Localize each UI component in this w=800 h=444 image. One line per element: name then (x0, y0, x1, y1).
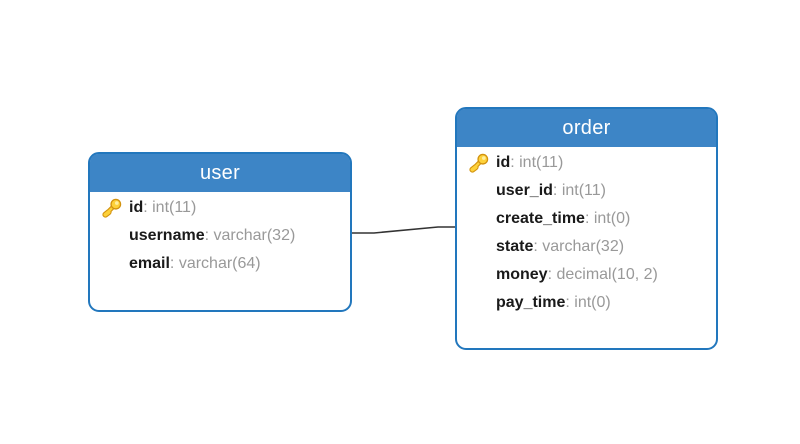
field-row: pay_time: int(0) (457, 289, 716, 317)
field-separator: : (510, 154, 520, 171)
field-type: varchar(32) (213, 227, 296, 244)
table-order[interactable]: order id: int(11) (455, 107, 718, 350)
field-name: create_time (496, 210, 585, 227)
field-separator: : (169, 255, 179, 272)
field-type: int(0) (574, 294, 611, 311)
field-row: id: int(11) (90, 194, 350, 222)
table-order-header: order (457, 109, 716, 147)
field-separator: : (584, 210, 594, 227)
key-icon-glyph (469, 153, 489, 173)
field-separator: : (565, 294, 575, 311)
field-type: varchar(64) (178, 255, 261, 272)
field-type: decimal(10, 2) (556, 266, 658, 283)
field-row: email: varchar(64) (90, 250, 350, 278)
field-row: username: varchar(32) (90, 222, 350, 250)
field-row: id: int(11) (457, 149, 716, 177)
primary-key-icon (100, 196, 129, 220)
field-name: money (496, 266, 548, 283)
field-name: username (129, 227, 205, 244)
table-title: user (199, 161, 241, 184)
field-name: id (129, 199, 144, 216)
field-type: int(11) (152, 199, 197, 216)
field-name: id (496, 154, 511, 171)
field-row: state: varchar(32) (457, 233, 716, 261)
field-separator: : (204, 227, 214, 244)
table-user-header: user (90, 154, 350, 192)
table-user[interactable]: user id: int(11) (88, 152, 352, 312)
field-separator: : (533, 238, 543, 255)
field-row: user_id: int(11) (457, 177, 716, 205)
table-order-fields: id: int(11) user_id: int(11) create_time… (457, 147, 716, 317)
table-title: order (562, 116, 611, 139)
field-name: user_id (496, 182, 553, 199)
field-separator: : (552, 182, 562, 199)
field-name: pay_time (496, 294, 566, 311)
field-row: create_time: int(0) (457, 205, 716, 233)
field-type: int(11) (561, 182, 606, 199)
field-name: state (496, 238, 534, 255)
field-separator: : (547, 266, 557, 283)
field-row: money: decimal(10, 2) (457, 261, 716, 289)
field-type: varchar(32) (542, 238, 625, 255)
field-name: email (129, 255, 170, 272)
field-type: int(0) (593, 210, 631, 227)
primary-key-icon (467, 151, 496, 175)
field-type: int(11) (519, 154, 564, 171)
table-user-fields: id: int(11) username: varchar(32) email:… (90, 192, 350, 278)
relationship-connector[interactable] (350, 218, 457, 240)
key-icon-glyph (102, 198, 122, 218)
field-separator: : (143, 199, 153, 216)
